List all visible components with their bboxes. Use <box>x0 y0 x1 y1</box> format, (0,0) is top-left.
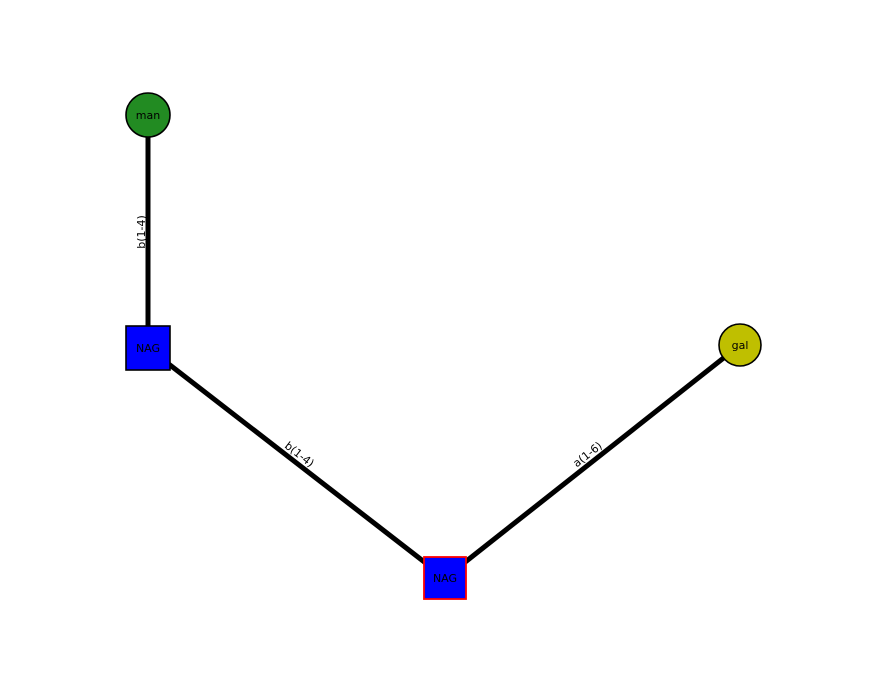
node-man <box>125 92 171 138</box>
edge-nag-lower-gal <box>443 343 742 580</box>
node-nag-lower <box>423 556 467 600</box>
node-label-man: man <box>136 109 160 122</box>
edge-label-man-nag-upper: b(1-4) <box>135 215 148 249</box>
node-label-nag-upper: NAG <box>136 342 160 355</box>
edge-nag-upper-nag-lower <box>146 346 447 580</box>
node-nag-upper <box>125 325 171 371</box>
node-label-nag-lower: NAG <box>433 572 457 585</box>
node-label-gal: gal <box>732 339 749 352</box>
node-gal <box>718 323 762 367</box>
